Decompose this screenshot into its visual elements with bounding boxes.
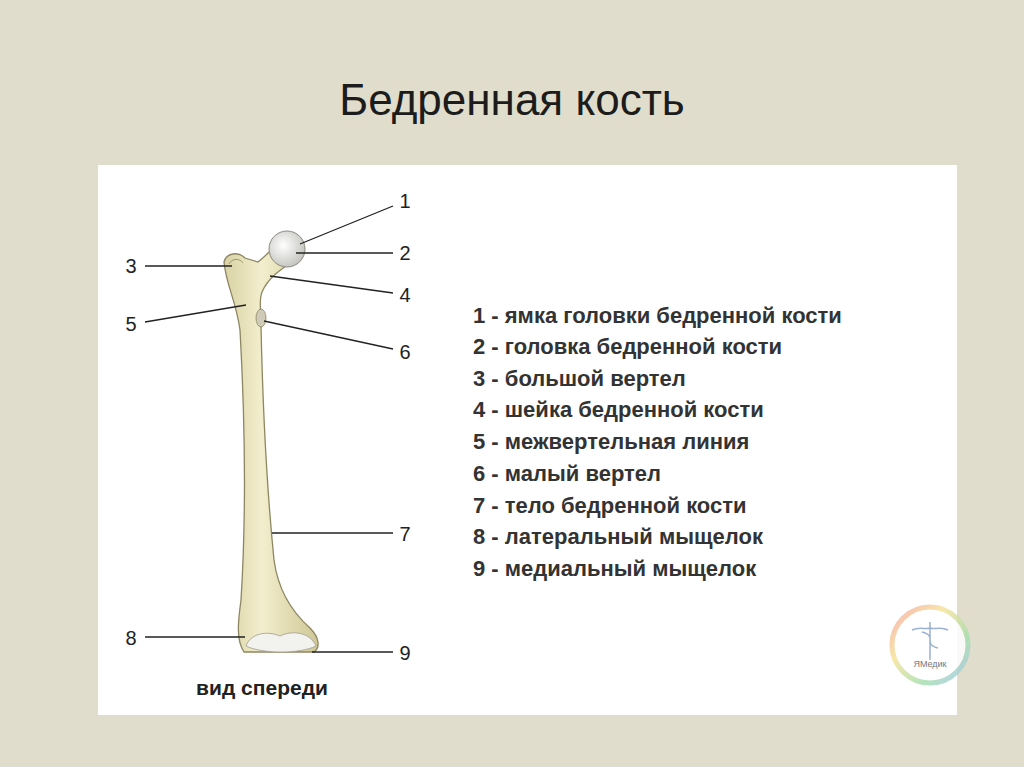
callout-number: 3 xyxy=(125,255,136,278)
callout-number: 1 xyxy=(399,190,410,213)
femur-drawing xyxy=(224,231,318,652)
callout-number: 9 xyxy=(399,642,410,665)
callout-number: 2 xyxy=(399,242,410,265)
watermark: ЯМедик xyxy=(913,659,946,669)
callout-number: 7 xyxy=(399,523,410,546)
legend-entry: 8 - латеральный мыщелок xyxy=(473,524,763,549)
legend-entry: 7 - тело бедренной кости xyxy=(473,493,747,518)
legend-entry: 4 - шейка бедренной кости xyxy=(473,397,764,422)
callout-number: 5 xyxy=(125,313,136,336)
view-caption: вид спереди xyxy=(196,676,328,700)
legend-entry: 3 - большой вертел xyxy=(473,366,686,391)
callout-number: 6 xyxy=(399,341,410,364)
watermark-logo xyxy=(892,607,968,683)
leader-lines xyxy=(145,206,393,652)
callout-number: 8 xyxy=(125,627,136,650)
legend-entry: 5 - межвертельная линия xyxy=(473,429,749,454)
legend-entry: 9 - медиальный мыщелок xyxy=(473,556,756,581)
panel xyxy=(98,165,957,715)
slide-title: Бедренная кость xyxy=(339,75,684,126)
legend-entry: 6 - малый вертел xyxy=(473,461,661,486)
legend-entry: 1 - ямка головки бедренной кости xyxy=(473,303,842,328)
callout-number: 4 xyxy=(399,284,410,307)
legend-entry: 2 - головка бедренной кости xyxy=(473,334,782,359)
